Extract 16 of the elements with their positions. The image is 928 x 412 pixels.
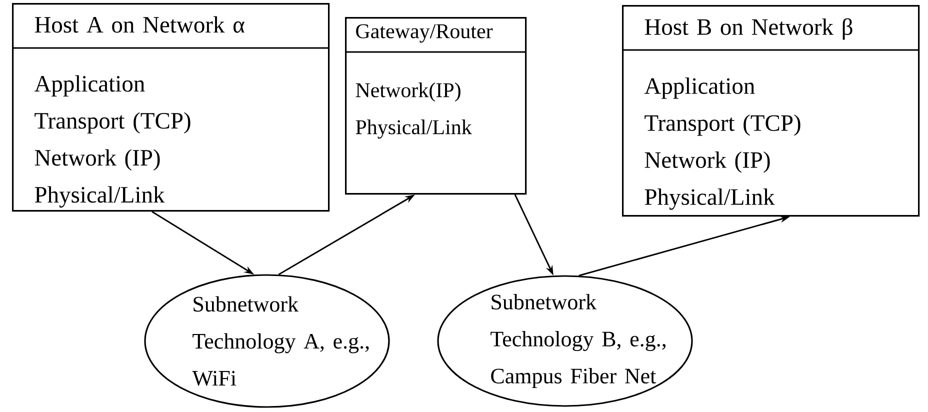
layer-label: Physical/Link [644, 188, 775, 210]
layer-label: Application [644, 77, 755, 99]
layer-label: Network(IP) [356, 82, 460, 102]
box-heading: Host A on Network α [34, 16, 244, 33]
box-heading: Host B on Network β [644, 18, 852, 40]
layer-label: Transport (TCP) [644, 114, 800, 136]
protocol-stack-box [12, 3, 330, 212]
protocol-stack-box [345, 17, 527, 195]
layer-label: Application [34, 75, 145, 96]
layer-label: Network (IP) [34, 149, 160, 170]
box-heading: Gateway/Router [356, 24, 493, 43]
layer-label: Network (IP) [644, 151, 770, 173]
layer-label: Physical/Link [34, 186, 165, 208]
layer-label: Transport (TCP) [34, 112, 190, 134]
protocol-stack-box [622, 5, 920, 217]
layer-label: Physical/Link [356, 120, 472, 139]
